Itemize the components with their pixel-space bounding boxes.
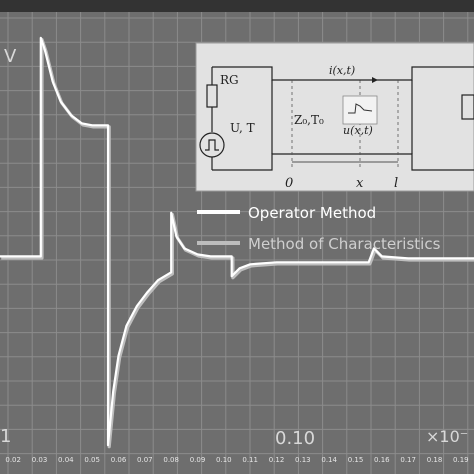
x-tick-label: 0.07 bbox=[137, 456, 153, 464]
y-axis-partial-label: 1 bbox=[0, 426, 11, 447]
bottom-wire bbox=[212, 153, 474, 171]
inset-background bbox=[195, 42, 474, 192]
x-tick-labels: 0.02 0.03 0.04 0.05 0.06 0.07 0.08 0.09 0.10 0.11… bbox=[5, 456, 468, 464]
voltage-label: u(x,t) bbox=[343, 124, 373, 137]
x-tick-label: 0.02 bbox=[5, 456, 21, 464]
pulse-icon bbox=[205, 139, 219, 151]
top-strip bbox=[0, 0, 474, 12]
x-axis-scale-label: ×10⁻ bbox=[426, 427, 468, 446]
x-tick-label: 0.12 bbox=[269, 456, 285, 464]
source-label: U, T bbox=[230, 121, 255, 135]
rg-label: RG bbox=[220, 73, 239, 87]
series-line-operator bbox=[0, 36, 474, 447]
arrow-head-icon bbox=[372, 77, 378, 83]
current-label: i(x,t) bbox=[329, 64, 355, 77]
y-axis-label: V bbox=[4, 46, 17, 67]
x-tick-label: 0.15 bbox=[348, 456, 364, 464]
x-tick-label: 0.05 bbox=[84, 456, 100, 464]
x-axis-big-label: 0.10 bbox=[275, 428, 315, 449]
x-tick-label: 0.19 bbox=[453, 456, 469, 464]
x-tick-label: 0.11 bbox=[242, 456, 258, 464]
legend-label-characteristics: Method of Characteristics bbox=[248, 235, 441, 253]
probe-box bbox=[342, 95, 378, 125]
x-tick-label: 0.03 bbox=[32, 456, 48, 464]
x-tick-label: 0.10 bbox=[216, 456, 232, 464]
x-length-label: l bbox=[394, 176, 398, 191]
legend: Operator Method Method of Characteristic… bbox=[197, 204, 441, 253]
x-tick-label: 0.16 bbox=[374, 456, 390, 464]
legend-label-operator: Operator Method bbox=[248, 204, 376, 222]
x-tick-label: 0.13 bbox=[295, 456, 311, 464]
x-origin-label: 0 bbox=[285, 176, 293, 191]
inset-diagram: RG U, T i(x,t) Z₀,T₀ u(x,t) 0 x l bbox=[195, 42, 474, 192]
load-icon bbox=[461, 94, 474, 120]
x-tick-label: 0.14 bbox=[321, 456, 337, 464]
x-tick-label: 0.08 bbox=[163, 456, 179, 464]
x-tick-label: 0.17 bbox=[400, 456, 416, 464]
x-tick-label: 0.09 bbox=[190, 456, 206, 464]
x-tick-label: 0.18 bbox=[427, 456, 443, 464]
series-group bbox=[0, 36, 474, 449]
impedance-label: Z₀,T₀ bbox=[294, 113, 324, 127]
x-tick-label: 0.04 bbox=[58, 456, 74, 464]
x-tick-label: 0.06 bbox=[111, 456, 127, 464]
waveform-icon bbox=[348, 103, 373, 114]
x-position-label: x bbox=[356, 176, 364, 191]
